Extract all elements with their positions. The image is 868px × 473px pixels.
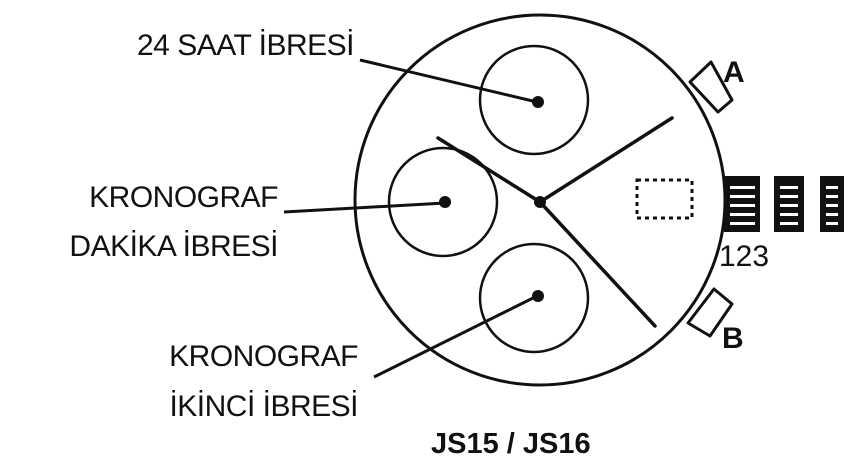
label-chrono-minute-line1: KRONOGRAF — [89, 181, 278, 214]
crown-position-numbers: 123 — [719, 240, 770, 273]
main-hand-upper-left — [436, 136, 542, 204]
label-chrono-second-line1: KRONOGRAF — [169, 340, 358, 373]
label-24-hour-hand: 24 SAAT İBRESİ — [137, 29, 355, 62]
main-hand-upper-right — [538, 116, 674, 204]
subdial-24-hour — [478, 44, 590, 156]
crown-position-3-icon — [820, 176, 844, 232]
model-title: JS15 / JS16 — [431, 428, 591, 460]
crown-position-1-icon — [724, 176, 760, 232]
pusher-label-b: B — [722, 322, 744, 355]
date-window — [635, 178, 694, 220]
subdial-chrono-second — [478, 242, 590, 354]
subdial-chrono-minute — [387, 146, 499, 258]
pivot-chrono-second — [532, 290, 544, 302]
leader-24-hour — [359, 58, 538, 104]
crown-a — [688, 60, 734, 114]
label-chrono-second-line2: İKİNCİ İBRESİ — [169, 390, 358, 423]
main-pivot — [534, 196, 546, 208]
leader-chrono-minute — [283, 201, 446, 214]
crown-position-2-icon — [774, 176, 804, 232]
leader-chrono-second — [373, 294, 538, 379]
label-chrono-minute-line2: DAKİKA İBRESİ — [69, 230, 278, 263]
crown-label-a: A — [723, 56, 745, 89]
pusher-b — [686, 287, 734, 338]
pivot-24-hour — [532, 96, 544, 108]
pivot-chrono-minute — [439, 196, 451, 208]
main-hand-lower — [538, 200, 657, 328]
